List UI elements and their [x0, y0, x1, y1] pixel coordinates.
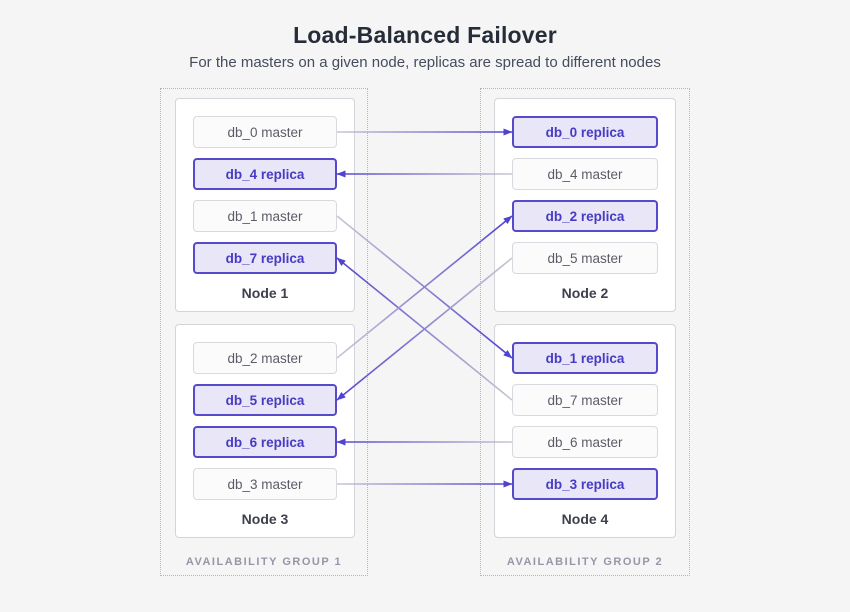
slot-db_2-replica: db_2 replica — [512, 200, 658, 232]
availability-group-1-label: AVAILABILITY GROUP 1 — [185, 556, 343, 568]
slot-db_6-master: db_6 master — [512, 426, 658, 458]
slot-db_2-master: db_2 master — [193, 342, 337, 374]
slot-db_3-replica: db_3 replica — [512, 468, 658, 500]
node-2-slots: db_0 replica db_4 master db_2 replica db_5 … — [512, 116, 658, 274]
page-title: Load-Balanced Failover — [293, 22, 557, 48]
slot-db_7-replica: db_7 replica — [193, 242, 337, 274]
slot-db_5-master: db_5 master — [512, 242, 658, 274]
node-4-label: Node 4 — [561, 511, 609, 527]
node-3-slots: db_2 master db_5 replica db_6 replica db_3 … — [193, 342, 337, 500]
node-1-slots: db_0 master db_4 replica db_1 master db_7 r… — [193, 116, 337, 274]
slot-db_3-master: db_3 master — [193, 468, 337, 500]
node-card-4: db_1 replica db_7 master db_6 master db_3 r… — [494, 324, 676, 538]
slot-db_4-replica: db_4 replica — [193, 158, 337, 190]
node-card-2: db_0 replica db_4 master db_2 replica db_5 … — [494, 98, 676, 312]
node-1-label: Node 1 — [241, 285, 289, 301]
slot-db_6-replica: db_6 replica — [193, 426, 337, 458]
slot-db_5-replica: db_5 replica — [193, 384, 337, 416]
node-card-1: db_0 master db_4 replica db_1 master db_7 r… — [175, 98, 355, 312]
page-subtitle: For the masters on a given node, replica… — [189, 54, 661, 71]
slot-db_1-replica: db_1 replica — [512, 342, 658, 374]
node-3-label: Node 3 — [241, 511, 289, 527]
slot-db_0-master: db_0 master — [193, 116, 337, 148]
node-2-label: Node 2 — [561, 285, 609, 301]
slot-db_7-master: db_7 master — [512, 384, 658, 416]
node-4-slots: db_1 replica db_7 master db_6 master db_3 r… — [512, 342, 658, 500]
slot-db_4-master: db_4 master — [512, 158, 658, 190]
slot-db_1-master: db_1 master — [193, 200, 337, 232]
slot-db_0-replica: db_0 replica — [512, 116, 658, 148]
node-card-3: db_2 master db_5 replica db_6 replica db_3 … — [175, 324, 355, 538]
availability-group-2-label: AVAILABILITY GROUP 2 — [506, 556, 664, 568]
